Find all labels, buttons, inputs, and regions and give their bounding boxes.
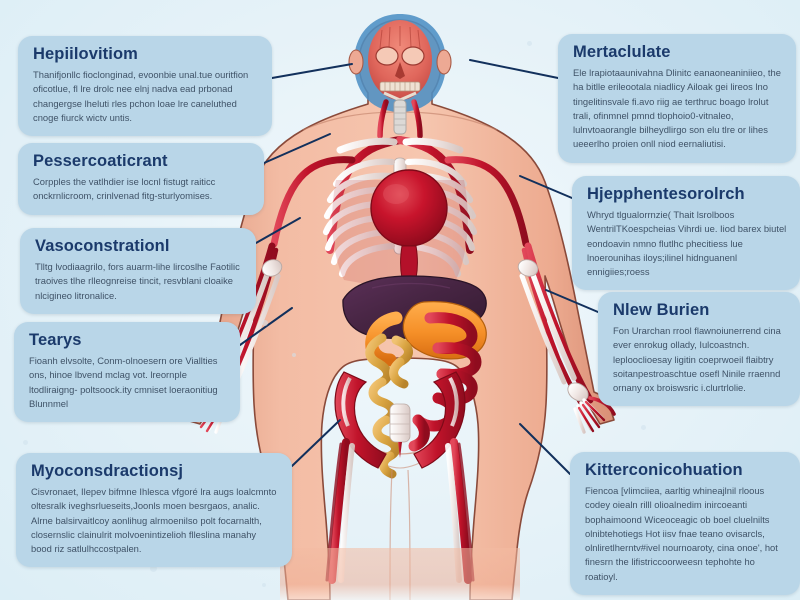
callout-kittercoricohuation[interactable]: Kitterconicohuation Fiencoa [vlimciiea, … bbox=[570, 452, 800, 596]
callout-mertaclulate[interactable]: Mertaclulate Ele lrapiotaaunivahna Dlini… bbox=[558, 34, 796, 163]
connector-vasoconstrationl bbox=[255, 217, 301, 244]
callout-vasoconstrationl[interactable]: Vasoconstrationl Tlltg lvodiaagrilo, for… bbox=[20, 228, 256, 314]
head-skull-facial-muscles bbox=[348, 14, 452, 112]
callout-title: Myoconsdractionsj bbox=[31, 462, 184, 480]
callout-body: Fiencoa [vlimciiea, aarltig whineajlnil … bbox=[585, 484, 778, 582]
callout-title: Kitterconicohuation bbox=[585, 461, 743, 479]
callout-title: Pessercoaticrant bbox=[33, 152, 168, 170]
callout-body: Corpples the vatlhdier ise locnl fistugt… bbox=[33, 175, 216, 202]
connector-myoconsdractionsj bbox=[291, 419, 341, 467]
callout-title: Mertaclulate bbox=[573, 43, 671, 61]
small-intestine bbox=[365, 333, 413, 479]
pelvis bbox=[334, 371, 466, 469]
callout-myoconsdractionsj[interactable]: Myoconsdractionsj Cisvronaet, Ilepev bif… bbox=[16, 453, 292, 568]
callout-body: Whryd tlgualorrnzie( Thait lsrolboos Wen… bbox=[587, 208, 787, 278]
callout-body: Fon Urarchan rrool flawnoiunerrend cina … bbox=[613, 324, 781, 394]
callout-title: Hepiilovitiom bbox=[33, 45, 138, 63]
callout-title: Nlew Burien bbox=[613, 301, 710, 319]
callout-body: Tlltg lvodiaagrilo, fors auarm-lihe lirc… bbox=[35, 260, 240, 301]
callout-hjepphentesorolrch[interactable]: Hjepphentesorolrch Whryd tlgualorrnzie( … bbox=[572, 176, 800, 291]
connector-pessercoaticrant bbox=[263, 133, 331, 164]
callout-title: Hjepphentesorolrch bbox=[587, 185, 745, 203]
connector-tearys bbox=[239, 307, 293, 346]
callout-nlew-burien[interactable]: Nlew Burien Fon Urarchan rrool flawnoiun… bbox=[598, 292, 800, 407]
callout-body: Ele lrapiotaaunivahna Dlinitc eanaoneani… bbox=[573, 66, 781, 150]
callout-body: Fioanh elvsolte, Conm-olnoesern ore Vial… bbox=[29, 354, 218, 409]
connector-hjepphentesorolrch bbox=[519, 175, 573, 199]
connector-mertaclulate bbox=[469, 59, 559, 79]
callout-title: Vasoconstrationl bbox=[35, 237, 170, 255]
callout-pessercoaticrant[interactable]: Pessercoaticrant Corpples the vatlhdier … bbox=[18, 143, 264, 215]
callout-body: Cisvronaet, Ilepev bifmne Ihlesca vfgoré… bbox=[31, 485, 277, 555]
legs-femur-vessels bbox=[280, 438, 520, 600]
connector-hepilovitiom bbox=[271, 63, 353, 79]
heart bbox=[370, 169, 448, 279]
callout-hepilovitiom[interactable]: Hepiilovitiom Thanifjonllc fioclonginad,… bbox=[18, 36, 272, 137]
connector-kittercoricohuation bbox=[519, 423, 571, 475]
callout-tearys[interactable]: Tearys Fioanh elvsolte, Conm-olnoesern o… bbox=[14, 322, 240, 423]
callout-body: Thanifjonllc fioclonginad, evoonbie unal… bbox=[33, 68, 249, 123]
connector-nlew-burien bbox=[545, 289, 599, 313]
callout-title: Tearys bbox=[29, 331, 82, 349]
